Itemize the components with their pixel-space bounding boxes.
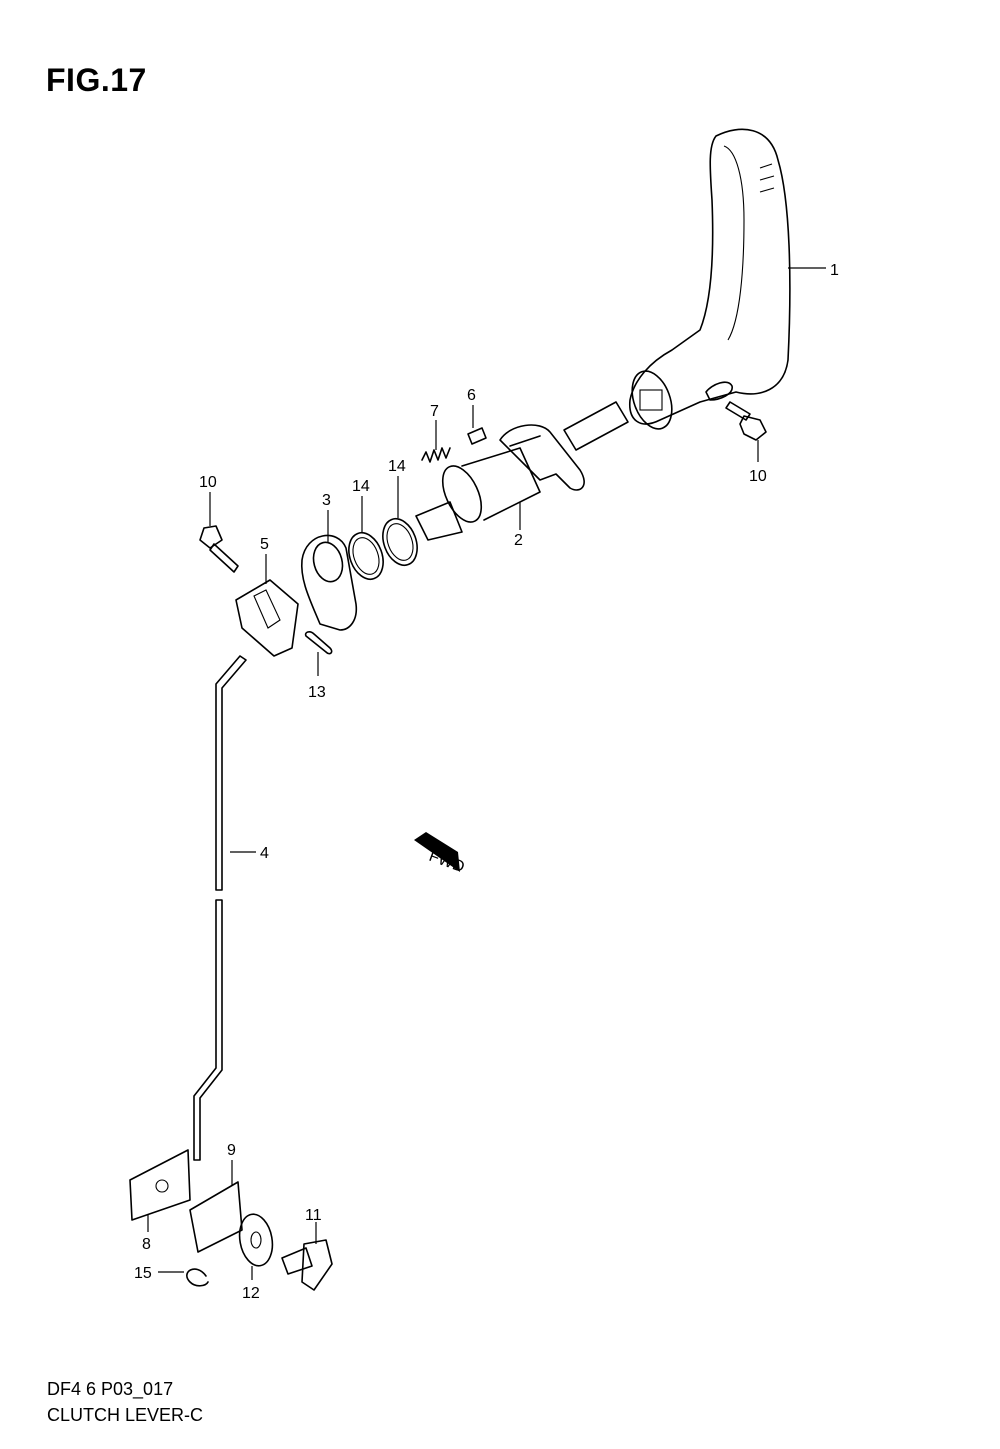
figure-footer: DF4 6 P03_017 CLUTCH LEVER-C [47, 1376, 203, 1428]
footer-name: CLUTCH LEVER-C [47, 1405, 204, 1425]
rod-bracket [129, 1149, 191, 1221]
footer-code: DF4 6 P03_017 [47, 1379, 174, 1399]
callout-10-left: 10 [199, 474, 217, 491]
callout-14-left: 14 [352, 478, 370, 495]
shift-rod [193, 655, 247, 1161]
bolt-bottom [281, 1239, 333, 1291]
fwd-arrow-icon: FWD [414, 832, 467, 876]
fwd-label: FWD [427, 848, 467, 876]
bolt-left [199, 525, 239, 573]
callouts: 1 2 3 4 5 6 7 8 9 10 10 11 12 13 14 14 1 [134, 262, 839, 1302]
callout-15: 15 [134, 1265, 152, 1282]
callout-9: 9 [227, 1142, 236, 1159]
figure-title: FIG.17 [46, 62, 147, 98]
callout-11: 11 [305, 1207, 322, 1224]
clutch-lever-handle [629, 128, 791, 430]
e-ring [186, 1268, 209, 1287]
rod-clip [189, 1181, 243, 1253]
callout-12: 12 [242, 1285, 260, 1302]
detent-pin [467, 427, 487, 445]
cotter-pin [304, 631, 333, 655]
stopper-plate [300, 534, 358, 631]
callout-6: 6 [467, 387, 476, 404]
callout-8: 8 [142, 1236, 151, 1253]
callout-5: 5 [260, 536, 269, 553]
callout-4: 4 [260, 845, 269, 862]
callout-13: 13 [308, 684, 326, 701]
callout-1: 1 [830, 262, 839, 279]
clutch-shaft [415, 401, 629, 541]
bolt-right [725, 401, 767, 441]
detent-spring [421, 447, 451, 463]
callout-10-right: 10 [749, 468, 767, 485]
callout-14-right: 14 [388, 458, 406, 475]
callout-2: 2 [514, 532, 523, 549]
washer [238, 1213, 274, 1267]
shift-arm [235, 579, 299, 657]
callout-3: 3 [322, 492, 331, 509]
callout-7: 7 [430, 403, 439, 420]
o-rings [348, 517, 418, 581]
